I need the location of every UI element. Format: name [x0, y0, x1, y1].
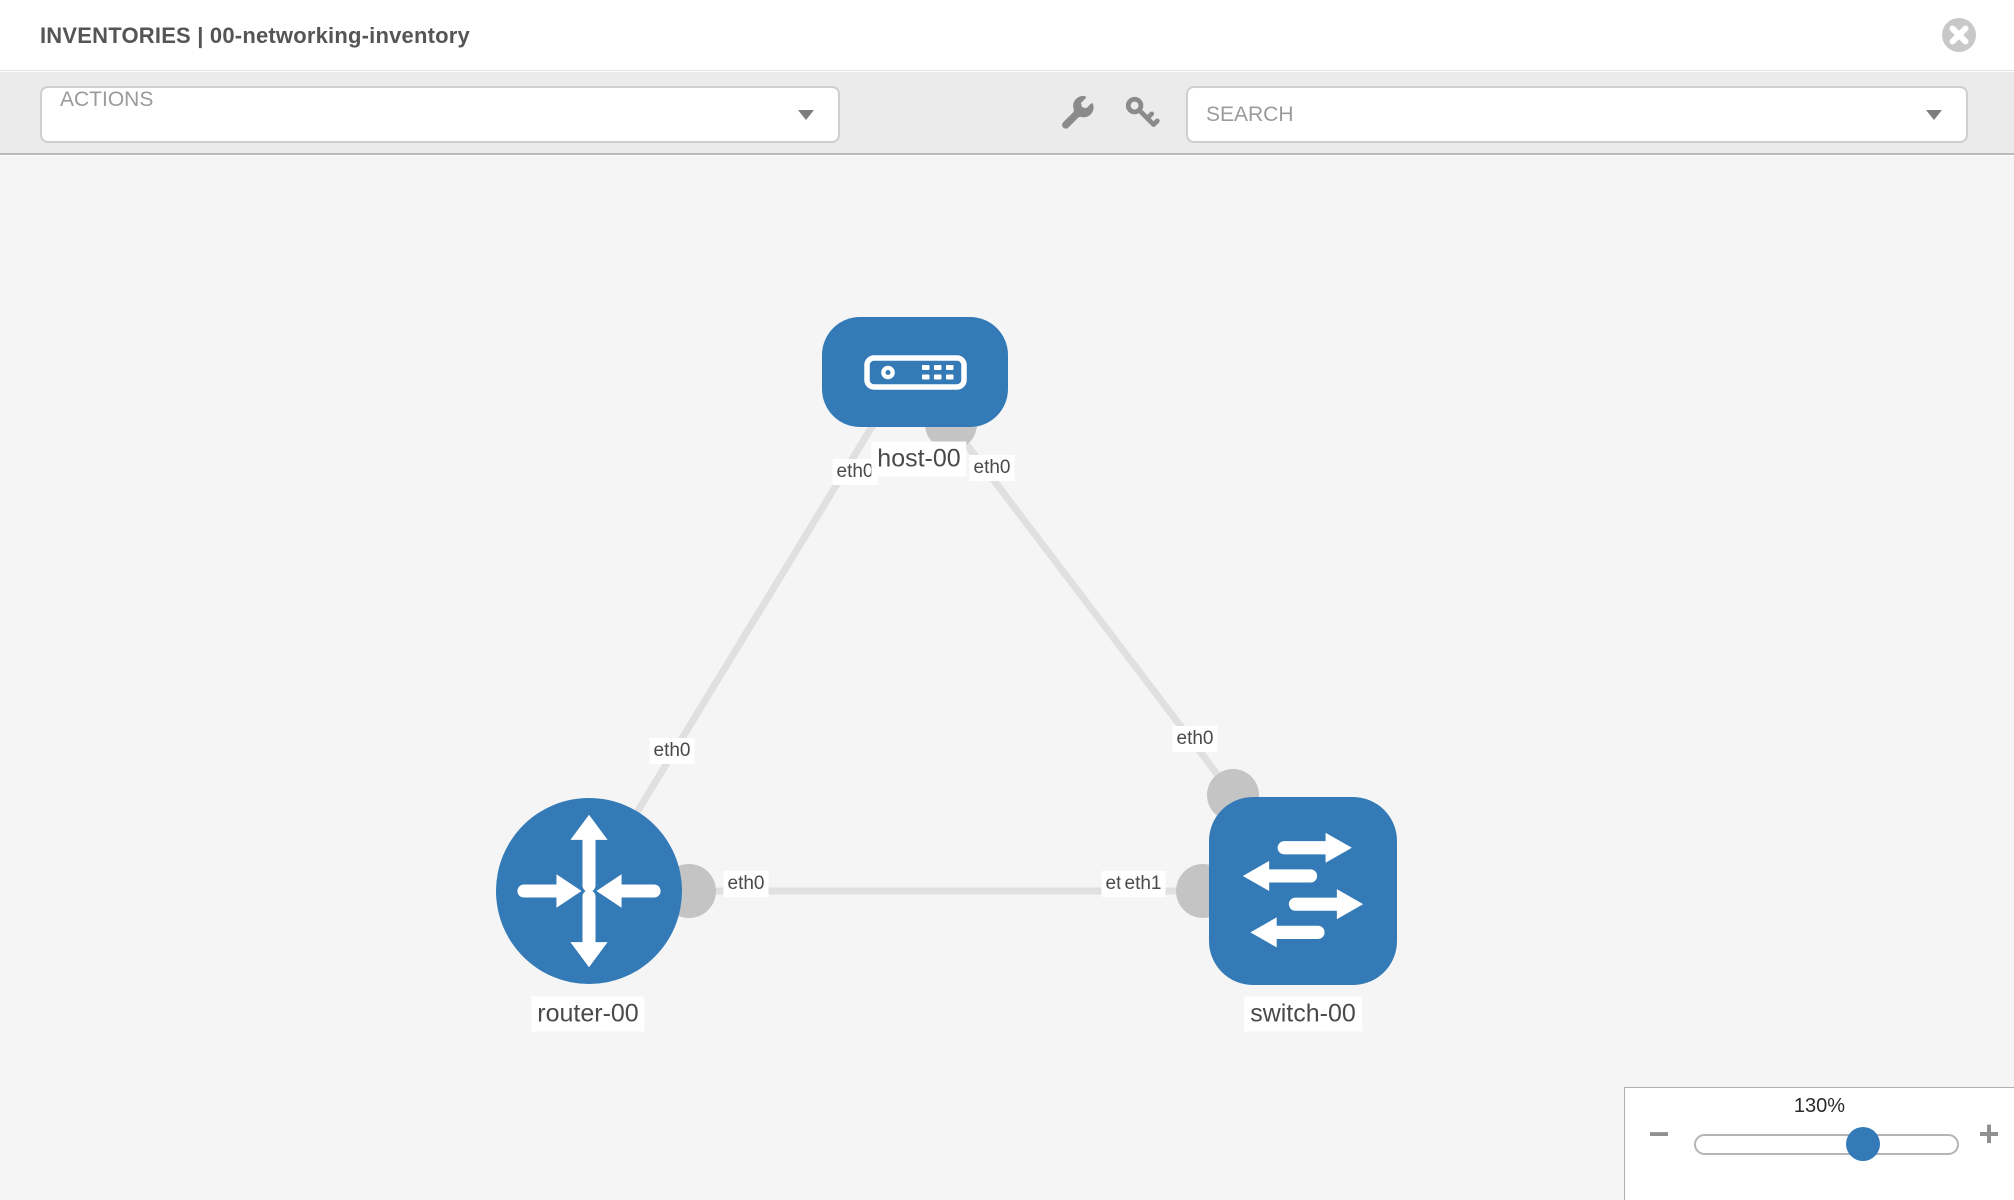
- node-label-host-00: host-00: [871, 441, 967, 477]
- search-dropdown[interactable]: [1186, 86, 1968, 143]
- header-bar: INVENTORIES | 00-networking-inventory: [0, 0, 2014, 71]
- key-icon: [1125, 96, 1160, 127]
- actions-dropdown[interactable]: ACTIONS: [40, 86, 840, 143]
- wrench-icon: [1062, 95, 1094, 129]
- close-icon: [1942, 18, 1976, 52]
- page-title: INVENTORIES | 00-networking-inventory: [40, 22, 470, 48]
- node-label-switch-00: switch-00: [1244, 996, 1362, 1032]
- node-switch-00[interactable]: [1209, 797, 1397, 985]
- host-icon: [864, 355, 967, 390]
- router-icon: [517, 814, 661, 968]
- zoom-level-readout: 130%: [1793, 1095, 1846, 1117]
- search-input[interactable]: [1188, 88, 1926, 141]
- node-label-router-00: router-00: [531, 996, 645, 1032]
- switch-icon: [1242, 832, 1364, 948]
- links-layer: [585, 398, 1259, 918]
- zoom-out-button[interactable]: −: [1637, 1112, 1681, 1156]
- topology-canvas[interactable]: eth0eth0eth0eth0eth0eth0eth1host-00route…: [0, 156, 2014, 1200]
- interface-label: eth0: [649, 738, 695, 764]
- zoom-in-button[interactable]: +: [1967, 1112, 2011, 1156]
- toolbar: ACTIONS: [0, 72, 2014, 155]
- chevron-down-icon: [1926, 109, 1942, 120]
- interface-label: eth0: [723, 871, 769, 897]
- zoom-slider-track[interactable]: [1694, 1134, 1959, 1155]
- actions-dropdown-label: ACTIONS: [60, 88, 154, 111]
- interface-label: eth0: [832, 459, 878, 485]
- zoom-panel: 130% − +: [1624, 1087, 2014, 1200]
- interface-label: eth1: [1120, 871, 1166, 897]
- interface-label: eth0: [1172, 726, 1218, 752]
- chevron-down-icon: [798, 109, 814, 120]
- node-host-00[interactable]: [822, 317, 1008, 427]
- credentials-button[interactable]: [1122, 94, 1162, 134]
- configure-button[interactable]: [1058, 94, 1098, 134]
- zoom-slider-thumb[interactable]: [1846, 1127, 1880, 1161]
- node-router-00[interactable]: [496, 798, 682, 984]
- interface-label: eth0: [969, 455, 1015, 481]
- close-button[interactable]: [1941, 17, 1977, 53]
